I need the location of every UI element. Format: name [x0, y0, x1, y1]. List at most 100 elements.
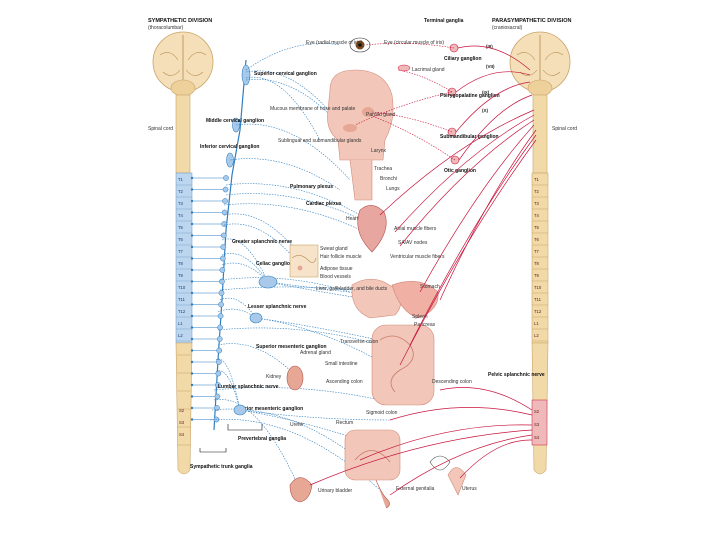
sacral-region — [531, 399, 548, 446]
right-segment-t8: T8 — [534, 261, 540, 266]
atrial-label: Atrial muscle fibers — [394, 226, 437, 232]
sympathetic-fiber — [213, 399, 301, 491]
mid-cervical-label: Middle cervical ganglion — [206, 118, 264, 124]
right-segment-t9: T9 — [534, 273, 540, 278]
sympathetic-fiber — [219, 277, 351, 293]
parasympathetic-fiber — [364, 43, 455, 49]
sa-av-label: SA/AV nodes — [398, 240, 428, 246]
right-segment-t2: T2 — [534, 189, 540, 194]
parasympathetic-fiber — [459, 439, 533, 479]
left-segment-t11: T11 — [178, 297, 186, 302]
right-cord-thoracolumbar — [531, 172, 549, 344]
sympathetic-fiber — [225, 193, 373, 226]
pancreas-label: Pancreas — [414, 322, 436, 328]
spleen-label: Spleen — [412, 314, 428, 320]
para-subtitle: (craniosacral) — [492, 25, 523, 31]
small-int-label: Small intestine — [325, 361, 358, 367]
bronchi-label: Bronchi — [380, 176, 397, 182]
otic-label: Otic ganglion — [444, 168, 476, 174]
cranial-nerve-3: (III) — [486, 44, 493, 49]
adrenal-label: Adrenal gland — [300, 350, 331, 356]
parasympathetic-fiber — [457, 45, 531, 71]
sympathetic-fiber — [229, 158, 341, 191]
right-sacral-s2: S2 — [534, 409, 540, 414]
left-segment-t12: T12 — [178, 309, 186, 314]
sympathetic-fiber — [217, 343, 296, 376]
sympathetic-fiber — [245, 76, 321, 141]
greater-splanchnic-label: Greater splanchnic nerve — [232, 239, 292, 245]
prevertebral-label: Prevertebral ganglia — [238, 436, 286, 442]
sup-mesenteric-label: Superior mesenteric ganglion — [256, 344, 327, 350]
sympathetic-fiber — [211, 408, 361, 461]
symp-subtitle: (thoracolumbar) — [148, 25, 184, 31]
parotid-label: Parotid gland — [366, 112, 396, 118]
trunk-bracket — [199, 448, 227, 453]
descending-label: Descending colon — [432, 379, 472, 385]
eye-radial-label: Eye (radial muscle of iris) — [306, 40, 362, 46]
blood-vessels-label: Blood vessels — [320, 274, 351, 280]
sympathetic-trunk-label: Sympathetic trunk ganglia — [190, 464, 253, 470]
sup-cervical-label: Superior cervical ganglion — [254, 71, 317, 77]
external-label: External genitalia — [396, 486, 435, 492]
mucous-label: Mucous membrane of nose and palate — [270, 106, 356, 112]
cranial-nerve-7: (VII) — [486, 64, 495, 69]
stomach-label: Stomach — [420, 284, 440, 290]
right-segment-t3: T3 — [534, 201, 540, 206]
parasympathetic-fiber — [394, 114, 535, 233]
left-cord-thoracolumbar — [175, 172, 193, 344]
left-segment-t4: T4 — [178, 213, 184, 218]
spinal-cord-right-label: Spinal cord — [552, 126, 577, 132]
lungs-label: Lungs — [386, 186, 400, 192]
trachea-label: Trachea — [374, 166, 392, 172]
left-segment-t6: T6 — [178, 237, 184, 242]
ascending-label: Ascending colon — [326, 379, 363, 385]
left-segment-t7: T7 — [178, 249, 184, 254]
left-cord-upper — [175, 94, 191, 174]
sympathetic-fiber — [239, 409, 391, 421]
transverse-colon-label: Transverse colon — [340, 339, 378, 345]
heart-icon — [357, 205, 387, 253]
ciliary-label: Ciliary ganglion — [444, 56, 482, 62]
parasympathetic-fiber — [455, 71, 531, 93]
left-segment-t9: T9 — [178, 273, 184, 278]
left-segment-t10: T10 — [178, 285, 186, 290]
parasympathetic-fibers — [309, 43, 537, 496]
kidney-label: Kidney — [266, 374, 282, 380]
left-cord-lower — [175, 342, 193, 475]
sympathetic-fiber — [219, 286, 401, 296]
eye-left-icon — [349, 37, 371, 53]
sigmoid-label: Sigmoid colon — [366, 410, 398, 416]
parasympathetic-fiber — [399, 139, 537, 366]
heart-label: Heart — [346, 216, 359, 222]
sublingual-label: Sublingual and submandibular glands — [278, 138, 362, 144]
parasympathetic-fiber — [439, 387, 533, 411]
hair-label: Hair follicle muscle — [320, 254, 362, 260]
left-segment-l2: L2 — [178, 333, 183, 338]
sympathetic-fiber — [245, 70, 331, 113]
right-segment-t6: T6 — [534, 237, 540, 242]
adipose-label: Adipose tissue — [320, 266, 353, 272]
cardiac-plexus-label: Cardiac plexus — [306, 201, 342, 207]
sympathetic-fiber — [221, 253, 269, 283]
parasympathetic-fiber — [458, 94, 533, 161]
right-brain — [509, 31, 571, 97]
sympathetic-fiber — [215, 370, 241, 411]
lesser-splanchnic-label: Lesser splanchnic nerve — [248, 304, 307, 310]
sympathetic-fiber — [225, 183, 361, 216]
parasympathetic-fiber — [379, 109, 535, 216]
left-segment-t8: T8 — [178, 261, 184, 266]
abdomen — [286, 278, 439, 406]
right-segment-t11: T11 — [534, 297, 542, 302]
sympathetic-fiber — [239, 409, 361, 441]
sympathetic-fiber — [221, 238, 269, 283]
left-segment-t3: T3 — [178, 201, 184, 206]
parasympathetic-fiber — [359, 424, 533, 461]
pelvic-splanchnic-label: Pelvic splanchnic nerve — [488, 372, 545, 378]
left-sacral-s2: S2 — [179, 408, 185, 413]
parasympathetic-fiber — [409, 134, 537, 346]
head-silhouette — [327, 69, 394, 201]
right-segment-t1: T1 — [534, 177, 540, 182]
right-segment-t12: T12 — [534, 309, 542, 314]
